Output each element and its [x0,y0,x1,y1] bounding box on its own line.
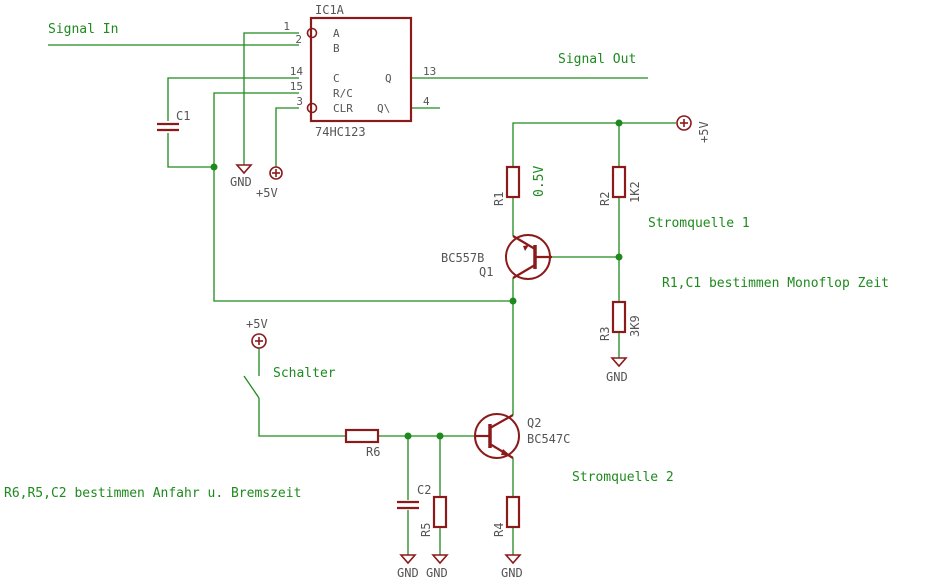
gnd-label: GND [606,370,628,384]
monoflop-note: R1,C1 bestimmen Monoflop Zeit [662,276,889,291]
switch [243,375,260,399]
pin-name-q: Q [385,72,392,85]
gnd-label: GND [397,566,419,580]
junction-dot [509,297,517,305]
r4-label: R4 [492,523,506,537]
pin-name-b: B [333,42,340,55]
resistor-r1: R1 0.5V [492,166,547,206]
schalter-label: Schalter [273,366,336,381]
junction-dot [210,163,218,171]
resistor-r3: R3 3K9 [598,300,642,341]
gnd-label: GND [426,566,448,580]
capacitor-c2: C2 [397,483,431,510]
c2-label: C2 [417,483,431,497]
pin-number-qn: 4 [423,95,430,108]
transistor-q1: BC557B Q1 [441,234,552,280]
vcc-label: +5V [246,317,268,331]
junction-dot [615,253,623,261]
vcc-symbol-top: +5V [676,115,711,143]
pin-number-rc: 15 [290,80,303,93]
ic-type: 74HC123 [315,125,366,139]
q1-type: BC557B [441,251,484,265]
vcc-symbol-switch: +5V [246,317,268,349]
vcc-symbol-ic: +5V [256,166,283,200]
junction-dot [404,432,412,440]
signal-out-label: Signal Out [558,52,636,67]
resistor-r2: R2 1K2 [598,165,642,206]
signal-in-label: Signal In [48,22,118,37]
annotations: Signal In Signal Out Stromquelle 1 R1,C1… [4,22,889,501]
gnd-label: GND [501,566,523,580]
gnd-symbol-ic: GND [230,164,253,189]
anfahr-note: R6,R5,C2 bestimmen Anfahr u. Bremszeit [4,486,301,501]
resistor-r4: R4 [492,495,521,537]
gnd-label: GND [230,175,252,189]
junction-dot [615,119,623,127]
pin-name-clr: CLR [333,102,353,115]
resistor-r5: R5 [419,495,448,537]
pin-number-a: 1 [283,20,290,33]
q2-name: Q2 [527,416,541,430]
pin-name-c: C [333,72,340,85]
pin-number-c: 14 [290,65,304,78]
pin-name-rc: R/C [333,87,353,100]
r1-label: R1 [492,192,506,206]
wires [48,32,676,555]
r1-value: 0.5V [532,166,547,197]
gnd-symbol-c2: GND [397,554,419,580]
r6-label: R6 [366,445,380,459]
ic-name: IC1A [315,3,345,17]
gnd-symbol-r5: GND [426,554,449,580]
inversion-bubble-clr [306,102,318,114]
stromquelle2-label: Stromquelle 2 [572,470,674,485]
resistor-r6: R6 [344,428,380,459]
junction-dot [436,432,444,440]
transistor-q2: Q2 BC547C [474,413,570,459]
r2-value: 1K2 [628,181,642,203]
pin-name-qn: Q\ [377,102,390,115]
capacitor-c1: C1 [157,109,190,132]
r2-label: R2 [598,192,612,206]
q1-name: Q1 [479,265,493,279]
pin-number-q: 13 [423,65,436,78]
ic-74hc123: IC1A 74HC123 1 A 2 B 14 C 15 R/C 3 CLR 1… [283,3,436,139]
pin-name-a: A [333,27,340,40]
stromquelle1-label: Stromquelle 1 [648,216,750,231]
pin-number-b: 2 [295,33,302,46]
vcc-label: +5V [256,186,278,200]
r3-value: 3K9 [628,315,642,337]
inversion-bubble-a [306,27,318,39]
gnd-symbol-r4: GND [501,554,523,580]
gnd-symbol-r3: GND [606,357,628,384]
q2-type: BC547C [527,432,570,446]
r3-label: R3 [598,327,612,341]
c1-label: C1 [176,109,190,123]
vcc-label: +5V [697,121,711,143]
r5-label: R5 [419,523,433,537]
pin-number-clr: 3 [296,95,303,108]
junctions [210,119,623,440]
